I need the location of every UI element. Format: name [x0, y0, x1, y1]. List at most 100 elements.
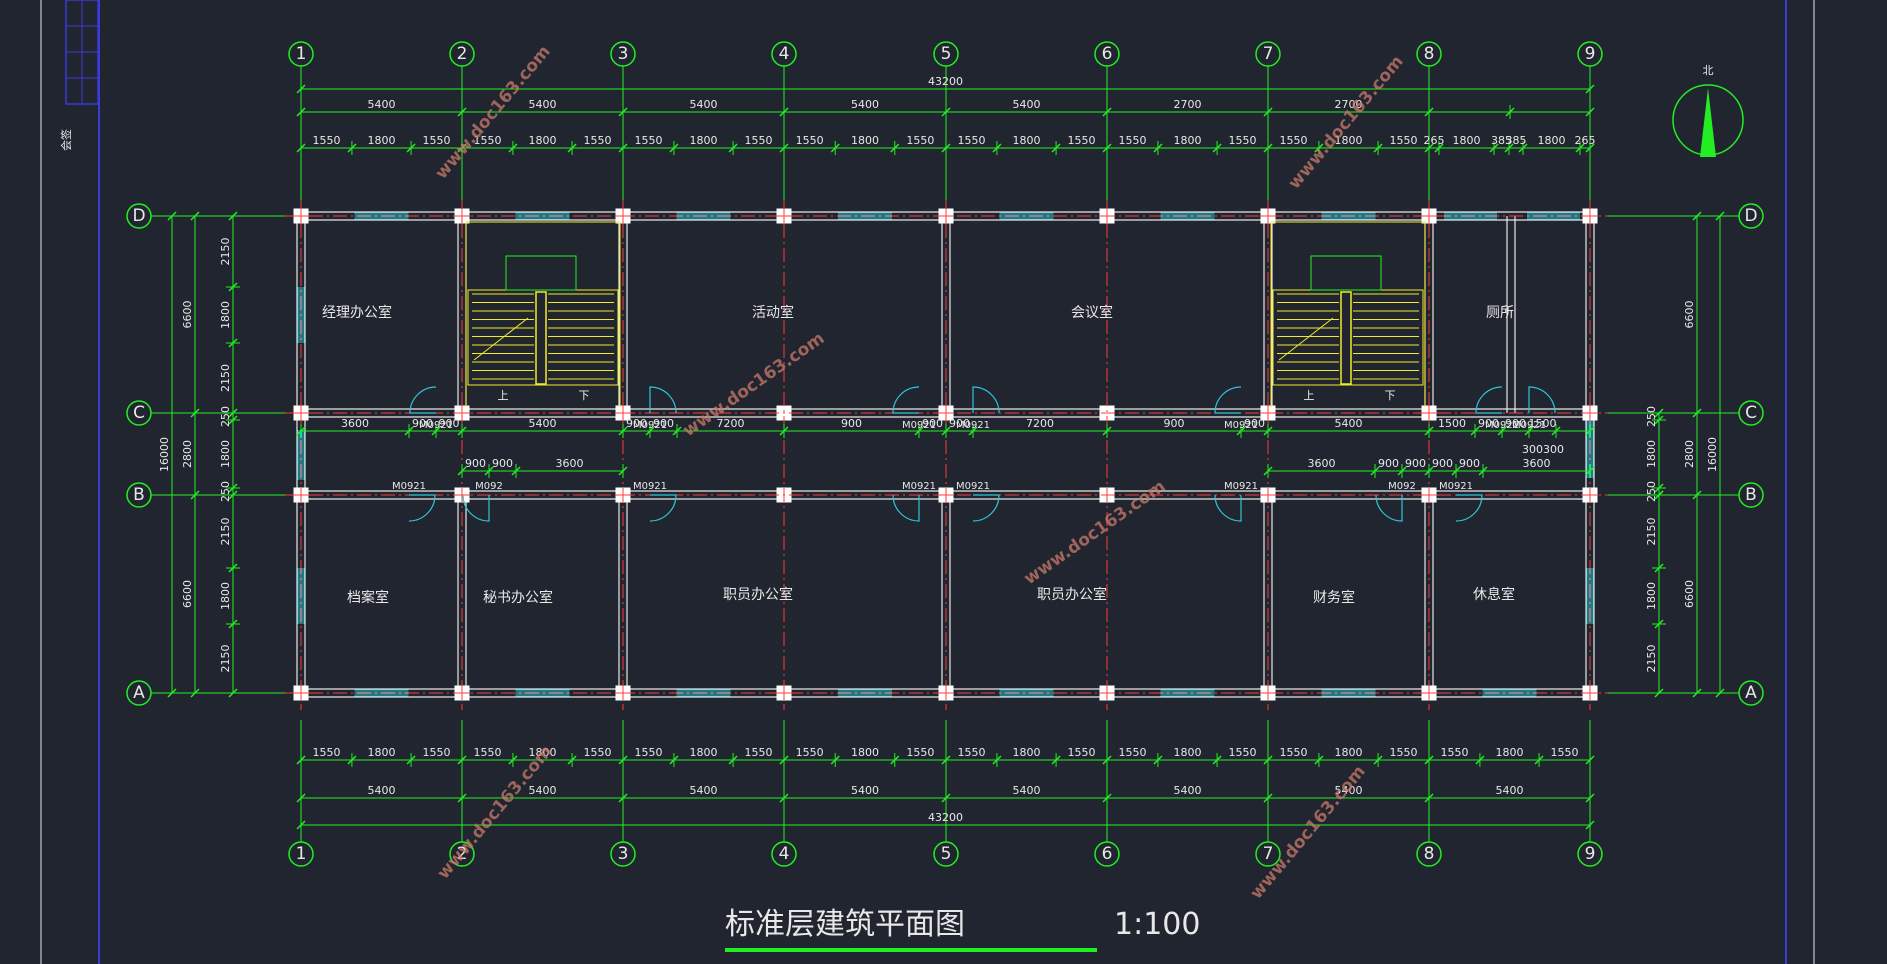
door-code-label-2: M0921: [902, 420, 936, 431]
axis-label-col-1-bottom: 1: [296, 844, 307, 864]
dim-bottom-bays-label: 5400: [368, 784, 396, 797]
door-swing-11: [972, 494, 1000, 522]
dim-top-openings-label: 1550: [957, 134, 985, 147]
dim-corridor-top-label: 1500: [1529, 417, 1557, 430]
drawing-title: 标准层建筑平面图: [725, 907, 965, 942]
dim-corridor-top-label: 900: [1478, 417, 1499, 430]
dim-corridor-bottom-left-label: 900: [465, 457, 486, 470]
dim-bottom-openings-label: 1550: [1279, 746, 1307, 759]
axis-label-row-A-left: A: [133, 683, 145, 703]
stair-right-handrail: [1340, 291, 1352, 385]
title-underline: [725, 948, 1097, 952]
axis-label-row-B-left: B: [133, 485, 145, 505]
axis-label-row-A-right: A: [1745, 683, 1757, 703]
stair-down-label-right: 下: [1385, 389, 1396, 402]
door-swing-13: [1375, 494, 1403, 522]
dim-left-segments-label: 1800: [219, 301, 232, 329]
sidebar-countersign-text: 会签: [59, 129, 73, 151]
axis-label-col-7-bottom: 7: [1263, 844, 1274, 864]
door-swing-5: [1475, 386, 1503, 414]
dim-bottom-openings-label: 1550: [634, 746, 662, 759]
dim-top-openings-label: 1550: [796, 134, 824, 147]
dim-corridor-top-label: 7200: [1026, 417, 1054, 430]
dim-bottom-openings-label: 1550: [796, 746, 824, 759]
dim-bottom-openings-label: 1550: [1229, 746, 1257, 759]
dim-bottom-openings-label: 1800: [1335, 746, 1363, 759]
dim-corridor-top-label: 5400: [529, 417, 557, 430]
dim-corridor-top-label: 3600: [341, 417, 369, 430]
dim-bottom-openings-label: 1550: [745, 746, 773, 759]
axis-label-col-7-top: 7: [1263, 44, 1274, 64]
stair-left-landing: [505, 255, 577, 291]
room-label-manager-office: 经理办公室: [322, 304, 392, 321]
door-code-label-1: M0921: [633, 420, 667, 431]
dim-corridor-top-label: 900: [841, 417, 862, 430]
dim-bottom-openings-label: 1550: [1390, 746, 1418, 759]
dim-right-bays-label: 6600: [1683, 301, 1696, 329]
dim-corridor-top-label: 1500: [1438, 417, 1466, 430]
door-swing-7: [408, 494, 436, 522]
axis-label-col-3-top: 3: [618, 44, 629, 64]
room-label-staff-office-1: 职员办公室: [723, 586, 793, 603]
dim-corridor-top-label: 900: [922, 417, 943, 430]
door-code-label-10: M0921: [902, 481, 936, 492]
axis-label-col-1-top: 1: [296, 44, 307, 64]
door-code-label-14: M0921: [1439, 481, 1473, 492]
dim-corridor-pair-label: 300300: [1522, 443, 1564, 456]
dim-top-openings-label: 1800: [1174, 134, 1202, 147]
dim-top-bays-label: 5400: [1013, 98, 1041, 111]
axis-label-col-6-top: 6: [1102, 44, 1113, 64]
axis-label-col-4-bottom: 4: [779, 844, 790, 864]
dim-top-openings-label: 1550: [312, 134, 340, 147]
axis-label-col-2-top: 2: [457, 44, 468, 64]
dim-top-openings-label: 385: [1506, 134, 1527, 147]
dim-left-segments-label: 2150: [219, 238, 232, 266]
dim-corridor-top-label: 900: [653, 417, 674, 430]
axis-label-col-6-bottom: 6: [1102, 844, 1113, 864]
dim-bottom-bays-label: 5400: [1013, 784, 1041, 797]
dim-left-total-label: 16000: [158, 437, 171, 472]
door-swing-9: [649, 494, 677, 522]
watermark-text-4: www.doc163.com: [434, 742, 557, 883]
dim-top-openings-label: 1800: [1335, 134, 1363, 147]
dim-top-openings-label: 1550: [473, 134, 501, 147]
dim-top-bays-label: 2700: [1174, 98, 1202, 111]
north-arrow: [1672, 84, 1744, 157]
dim-left-bays-label: 2800: [181, 440, 194, 468]
dim-top-openings-label: 1550: [634, 134, 662, 147]
dim-bottom-openings-label: 1550: [473, 746, 501, 759]
dim-corridor-bottom-right-label: 3600: [1308, 457, 1336, 470]
dim-top-openings-label: 265: [1424, 134, 1445, 147]
door-swing-0: [409, 386, 437, 414]
dim-right-lower-label: 2150: [1645, 518, 1658, 546]
dim-right-corridor-label: 250: [1645, 406, 1658, 427]
dim-top-bays-label: 5400: [690, 98, 718, 111]
dim-corridor-bottom-left-label: 3600: [556, 457, 584, 470]
dim-left-segments-label: 250: [219, 406, 232, 427]
dim-top-openings-label: 1550: [1390, 134, 1418, 147]
dim-overall-bottom-label: 43200: [928, 811, 963, 824]
dim-corridor-bottom-right-label: 900: [1459, 457, 1480, 470]
axis-label-col-4-top: 4: [779, 44, 790, 64]
dim-bottom-openings-label: 1550: [1551, 746, 1579, 759]
dim-right-corridor-label: 250: [1645, 481, 1658, 502]
dim-left-bays-label: 6600: [181, 580, 194, 608]
dim-bottom-openings-label: 1550: [1440, 746, 1468, 759]
room-label-archive-room: 档案室: [347, 589, 389, 606]
watermark-text-1: www.doc163.com: [1285, 52, 1408, 193]
dim-corridor-bottom-left-label: 900: [492, 457, 513, 470]
dim-overall-top-label: 43200: [928, 75, 963, 88]
dim-bottom-openings-label: 1550: [584, 746, 612, 759]
dim-bottom-openings-label: 1550: [906, 746, 934, 759]
dim-top-openings-label: 1550: [584, 134, 612, 147]
dim-top-openings-label: 1800: [368, 134, 396, 147]
dim-corridor-top-label: 900: [1505, 417, 1526, 430]
axis-label-col-9-top: 9: [1585, 44, 1596, 64]
stair-left-break-line: [473, 317, 529, 361]
north-label: 北: [1703, 64, 1714, 77]
stair-left-handrail: [535, 291, 547, 385]
